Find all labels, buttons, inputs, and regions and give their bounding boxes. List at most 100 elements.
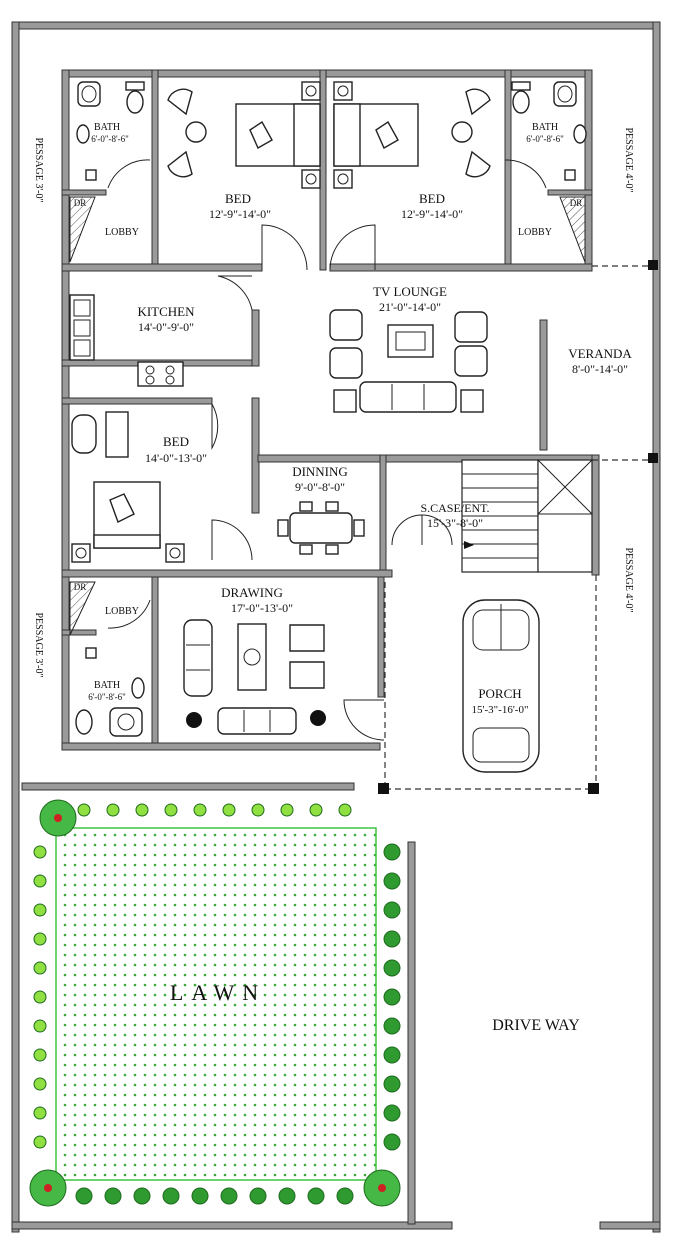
drawing-room-furniture [183,619,326,735]
plant-shrub [336,1187,354,1205]
plant-shrub [383,872,401,890]
stairs-size: 15'-3"-8'-0" [427,516,483,530]
tv-lounge-name: TV LOUNGE [373,284,447,299]
lobby-tr-label: LOBBY [518,227,552,238]
bath-tr-size: 6'-0"-8'-6" [526,134,564,144]
plant-shrub [383,988,401,1006]
dr-tl-label: DR [74,198,87,208]
kitchen-size: 14'-0"-9'-0" [138,320,194,334]
dining-table [277,501,365,555]
garden-walls [21,782,416,1225]
plant-shrub [191,1187,209,1205]
plant-shrub [383,1104,401,1122]
plant-shrub [280,803,294,817]
plant-shrub [106,803,120,817]
doors [107,159,547,741]
staircase[interactable] [461,459,593,573]
dinning-name: DINNING [292,464,348,479]
passage-left-top: PESSAGE 3'-0" [33,137,44,202]
plant-shrub [162,1187,180,1205]
passage-left-bottom: PESSAGE 3'-0" [33,612,44,677]
bath-fixtures-top-right [511,81,587,181]
porch-size: 15'-3"-16'-0" [472,704,529,716]
plant-shrub [33,903,47,917]
plant-shrub [383,1075,401,1093]
veranda-name: VERANDA [568,346,632,361]
stair-treads [462,473,538,559]
plant-shrub [383,930,401,948]
plant-shrub [77,803,91,817]
plant-shrub [383,1017,401,1035]
plant-shrub [307,1187,325,1205]
tv-lounge-furniture [329,309,488,413]
plant-shrub [383,959,401,977]
plant-shrub [249,1187,267,1205]
bath-bl-size: 6'-0"-8'-6" [88,692,126,702]
plant-shrub [33,845,47,859]
plant-shrub [164,803,178,817]
plant-shrub [33,1106,47,1120]
plant-shrub [33,961,47,975]
plant-shrub [251,803,265,817]
plant-shrub [383,901,401,919]
kitchen-name: KITCHEN [137,304,195,319]
plant-shrub [33,1135,47,1149]
plant-shrub [33,990,47,1004]
bed-mid-name: BED [163,434,189,449]
plant-shrub [135,803,149,817]
lawn-plants [29,799,401,1207]
lobby-bl-label: LOBBY [105,606,139,617]
plant-shrub [133,1187,151,1205]
plant-shrub [383,843,401,861]
bath-bl-name: BATH [94,680,120,691]
plant-shrub [33,1019,47,1033]
plant-shrub [75,1187,93,1205]
bed-mid-size: 14'-0"-13'-0" [145,451,207,465]
bed-right-name: BED [419,191,445,206]
porch-name: PORCH [478,686,521,701]
dr-bl-label: DR [74,582,87,592]
plant-shrub [104,1187,122,1205]
kitchen-counters [69,294,184,387]
lawn-label: LAWN [170,980,266,1005]
plant-shrub [309,803,323,817]
veranda-porch-outlines [378,260,658,794]
bath-fixtures-bottom-left [75,647,145,737]
bed-furniture-middle [71,411,185,563]
plot-boundary [11,21,661,1233]
tv-lounge-size: 21'-0"-14'-0" [379,300,441,314]
bed-left-size: 12'-9"-14'-0" [209,207,271,221]
bath-tl-size: 6'-0"-8'-6" [91,134,129,144]
veranda-size: 8'-0"-14'-0" [572,362,628,376]
passage-right-top: PESSAGE 4'-0" [623,127,634,192]
plant-shrub [220,1187,238,1205]
driveway-label: DRIVE WAY [492,1017,580,1034]
lawn [29,799,401,1207]
drawing-size: 17'-0"-13'-0" [231,601,293,615]
bath-fixtures-top-left [76,81,145,181]
lobby-tl-label: LOBBY [105,227,139,238]
drawing-name: DRAWING [221,585,283,600]
tree-center [378,1184,386,1192]
plant-shrub [222,803,236,817]
bed-furniture-right [333,81,491,189]
plant-shrub [33,1077,47,1091]
house-walls [61,69,600,751]
plant-shrub [278,1187,296,1205]
dr-tr-label: DR [570,198,583,208]
plant-shrub [193,803,207,817]
passage-right-mid: PESSAGE 4'-0" [623,547,634,612]
bed-right-size: 12'-9"-14'-0" [401,207,463,221]
bath-tl-name: BATH [94,122,120,133]
passage-labels: PESSAGE 3'-0" PESSAGE 4'-0" PESSAGE 4'-0… [33,127,634,677]
dinning-size: 9'-0"-8'-0" [295,480,345,494]
tree-center [54,814,62,822]
bath-tr-name: BATH [532,122,558,133]
car-in-porch [462,599,540,773]
plant-shrub [383,1133,401,1151]
plant-shrub [33,874,47,888]
plant-shrub [33,1048,47,1062]
plant-shrub [383,1046,401,1064]
plant-shrub [33,932,47,946]
